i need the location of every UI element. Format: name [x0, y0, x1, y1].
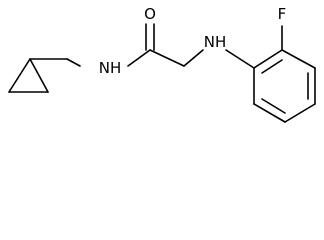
amide-nitrogen-label: NH	[99, 59, 122, 77]
bond-ch2-amine	[183, 49, 204, 67]
fluorine-atom-label: F	[278, 5, 287, 23]
bond-ring-1	[8, 58, 31, 93]
oxygen-atom-label: O	[144, 5, 156, 23]
bond-ring-2	[29, 58, 49, 93]
amine-nitrogen-label: NH	[204, 33, 227, 51]
structure-diagram: O NH NH F	[8, 5, 316, 123]
bond-nh-carbonyl	[127, 49, 151, 67]
benzene-ring	[253, 49, 316, 123]
bond-carbonyl-ch2	[149, 49, 185, 67]
carbonyl-double-bond	[145, 23, 155, 51]
cyclopropyl-ring	[8, 58, 49, 93]
bond-ch2-nh	[66, 58, 81, 67]
bond-amine-ring	[225, 49, 255, 69]
